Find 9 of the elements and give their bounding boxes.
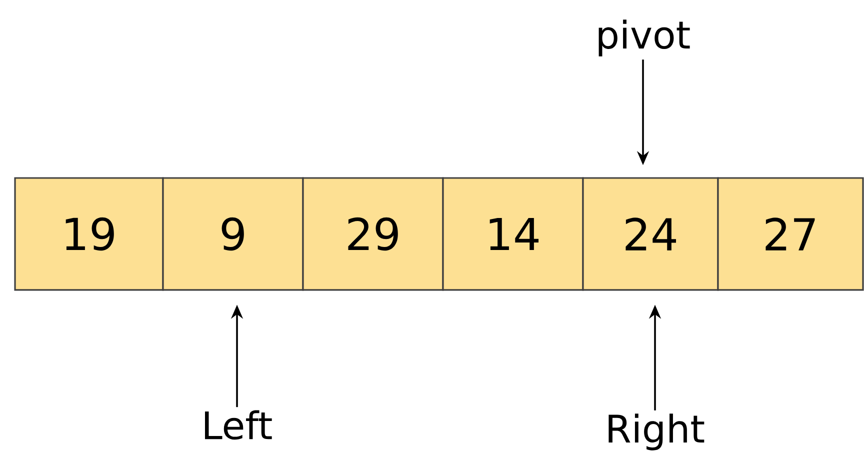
array-cell: 29 [302, 177, 444, 291]
pointer-label: Right [608, 414, 704, 450]
pointer-label: Left [205, 410, 272, 440]
pointer-label: pivot [598, 20, 690, 56]
array-cell: 9 [162, 177, 304, 291]
array-cell: 14 [442, 177, 584, 291]
array-cell: 24 [582, 177, 719, 291]
array-cell: 19 [14, 177, 164, 291]
array-cell: 27 [717, 177, 864, 291]
